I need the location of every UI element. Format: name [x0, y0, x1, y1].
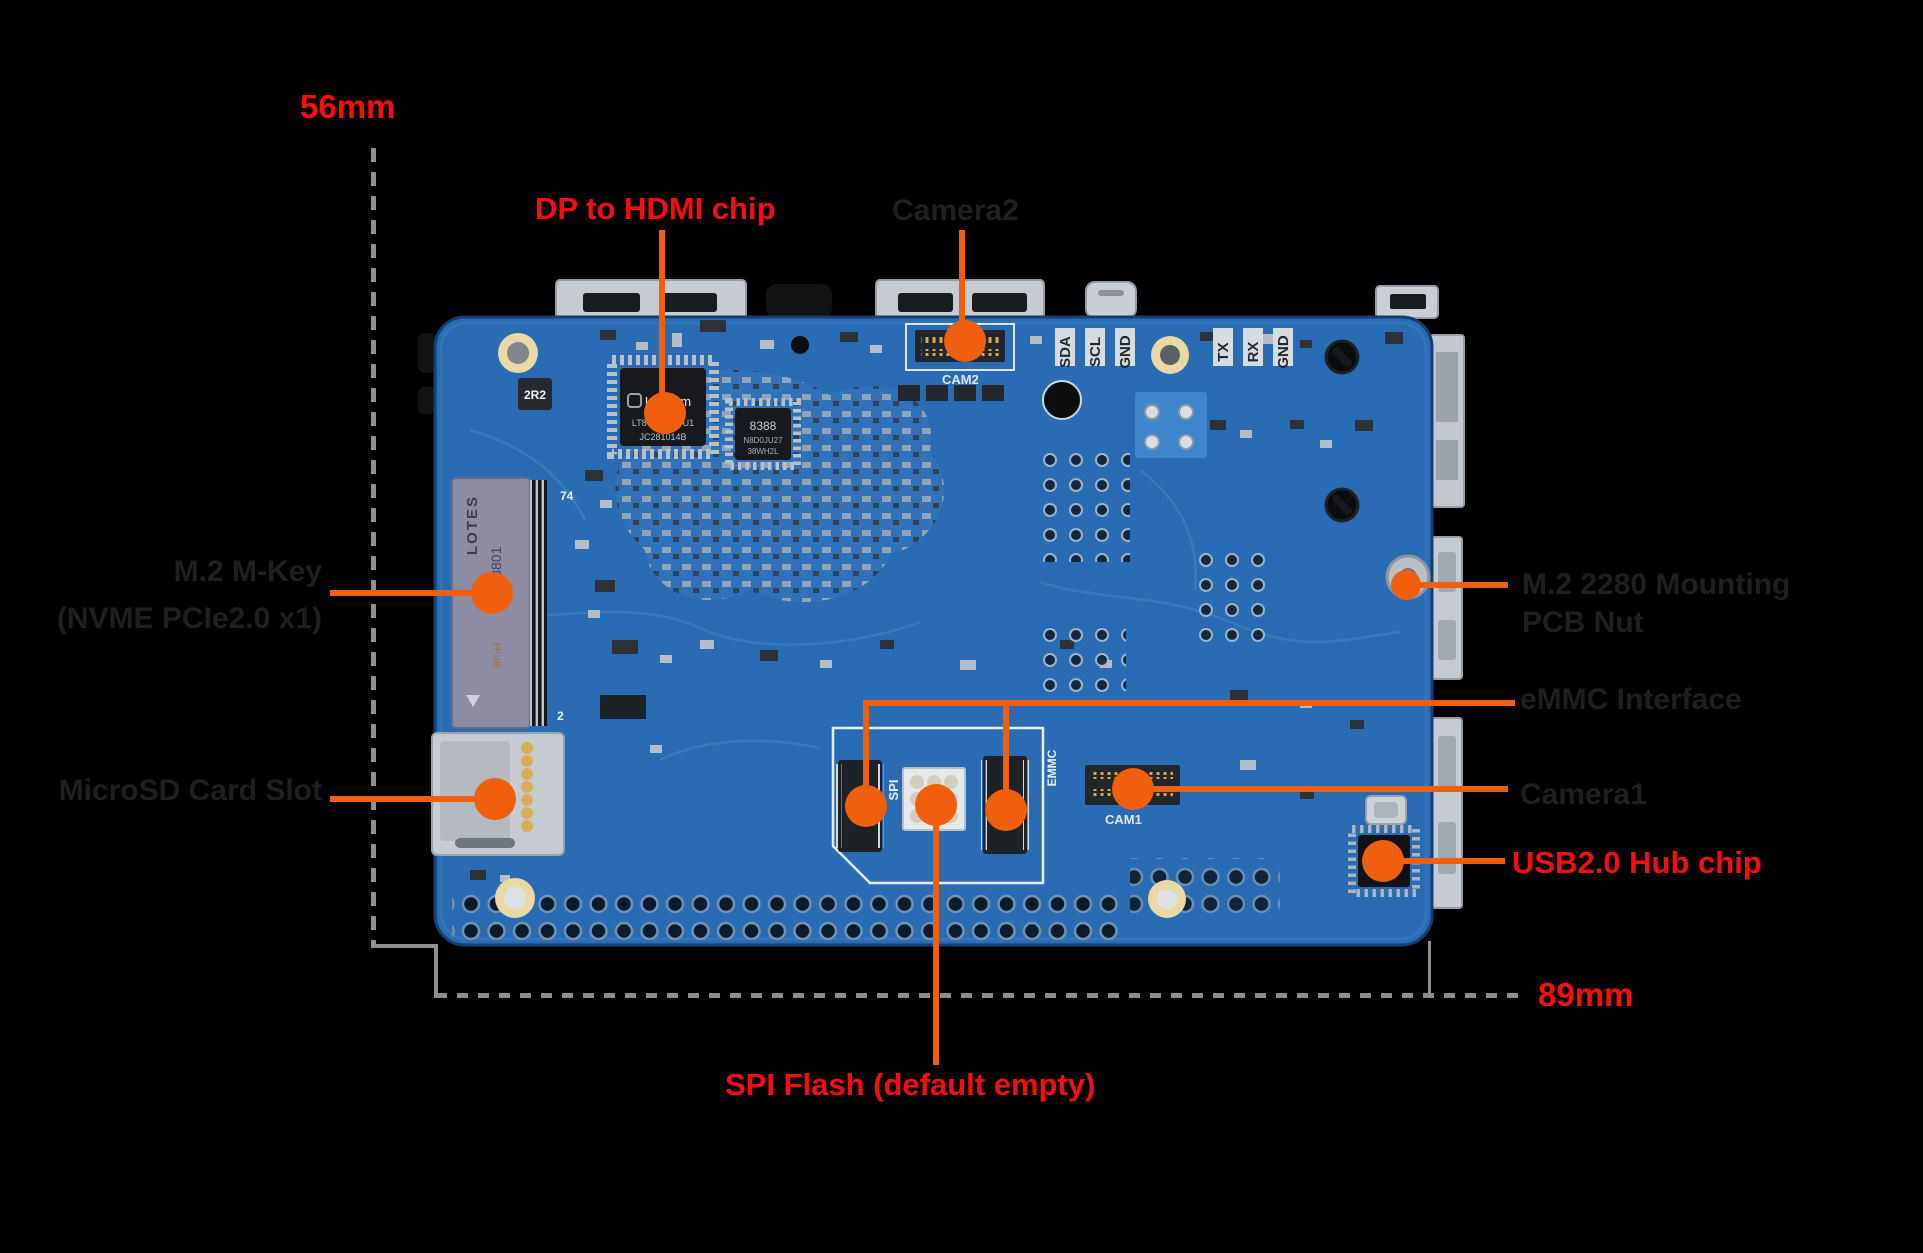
chip-text-8388-lot2: 38WH2L — [747, 447, 779, 456]
silkscreen-gnd-i2c: GND — [1117, 335, 1134, 369]
spi-flash-label: SPI Flash (default empty) — [725, 1067, 1096, 1102]
io-pads: SDA SCL GND TX RX GND — [1055, 328, 1293, 369]
dimension-right-tick — [1428, 941, 1431, 996]
dp-to-hdmi-chip-label: DP to HDMI chip — [535, 191, 776, 226]
callout-line-m2-nut — [1412, 582, 1508, 588]
silkscreen-emmc: EMMC — [1045, 749, 1059, 786]
callout-dot-dp-hdmi — [644, 392, 686, 434]
silkscreen-spi: SPI — [886, 780, 901, 801]
callout-line-emmc-drop2 — [1003, 703, 1009, 813]
callout-line-microsd — [330, 796, 497, 802]
silkscreen-gnd-uart: GND — [1275, 335, 1292, 369]
chip-text-lontium-lot: JC281014B — [639, 432, 686, 442]
callout-dot-camera1 — [1112, 768, 1154, 810]
callout-line-spi-flash — [933, 805, 939, 1065]
camera1-label: Camera1 — [1520, 778, 1647, 811]
top-right-connector — [1375, 285, 1439, 319]
mounting-holes — [495, 333, 1189, 918]
chip-text-8388-lot1: N8D0JU27 — [743, 436, 783, 445]
callout-line-dp-hdmi — [659, 230, 665, 415]
silkscreen-sda: SDA — [1057, 336, 1074, 368]
top-edge-connectors — [555, 279, 1439, 321]
callout-dot-m2-nut — [1391, 570, 1421, 600]
emmc-interface-label: eMMC Interface — [1520, 683, 1742, 716]
m2-nut-label-line1: M.2 2280 Mounting — [1522, 568, 1791, 601]
callout-dot-emmc2 — [985, 789, 1027, 831]
gpio-header-holes — [452, 893, 1118, 947]
callout-dot-emmc1 — [845, 785, 887, 827]
microsd-label: MicroSD Card Slot — [58, 774, 322, 807]
dimension-label-89mm: 89mm — [1538, 976, 1634, 1013]
callout-dot-camera2 — [944, 320, 986, 362]
callout-dot-spi-flash — [915, 784, 957, 826]
dimension-label-56mm: 56mm — [300, 88, 396, 125]
m2-slot-triangle-mark — [466, 695, 480, 707]
audio-codec-chip: 8388 N8D0JU27 38WH2L — [725, 398, 801, 470]
silkscreen-pin74: 74 — [560, 489, 574, 503]
usb-port-upper — [1429, 536, 1463, 680]
callout-line-usb-hub — [1385, 858, 1505, 864]
dimension-56mm-dashed-line — [371, 148, 376, 948]
dimension-corner-horizontal — [371, 944, 438, 948]
silkscreen-pin2: 2 — [557, 709, 564, 723]
right-edge-connectors — [1429, 334, 1465, 909]
blue-pad-patch — [1135, 392, 1207, 458]
callout-line-emmc-drop1 — [863, 703, 869, 809]
m2-mkey-label-line2: (NVME PCIe2.0 x1) — [56, 602, 322, 635]
chip-text-8388: 8388 — [750, 419, 777, 433]
m2-nut-label: M.2 2280 Mounting PCB Nut — [1522, 566, 1790, 642]
callout-line-m2-key — [330, 590, 494, 596]
callout-dot-m2-key — [471, 572, 513, 614]
callout-dot-microsd — [474, 778, 516, 820]
hdmi-side-connector — [1429, 334, 1465, 508]
dimension-corner-vertical — [434, 944, 438, 998]
m2-nut-label-line2: PCB Nut — [1522, 606, 1644, 639]
silkscreen-cam2: CAM2 — [942, 372, 979, 387]
m2-mkey-label-line1: M.2 M-Key — [173, 555, 322, 588]
callout-line-emmc-horizontal — [863, 700, 1515, 706]
silkscreen-scl: SCL — [1087, 337, 1104, 367]
chip-text-2r2: 2R2 — [524, 388, 546, 402]
dimension-89mm-dotted-line — [436, 993, 1526, 998]
usb-port-lower — [1429, 717, 1463, 909]
audio-jack — [766, 284, 832, 318]
silkscreen-rx: RX — [1245, 342, 1262, 363]
smd-components — [470, 320, 1403, 882]
screw-holes — [791, 336, 1360, 523]
micro-hdmi-port-1 — [555, 279, 747, 321]
barrel-connector — [1085, 281, 1137, 319]
silkscreen-cam1: CAM1 — [1105, 812, 1142, 827]
m2-slot-brand: LOTES — [464, 495, 481, 555]
callout-line-camera2 — [959, 230, 965, 343]
callout-line-camera1 — [1133, 786, 1508, 792]
left-edge-connectors — [418, 333, 437, 414]
crystal-oscillator — [1365, 795, 1407, 825]
power-inductor: 2R2 — [518, 378, 552, 410]
silkscreen-tx: TX — [1215, 342, 1232, 361]
m2-mkey-label: M.2 M-Key (NVME PCIe2.0 x1) — [0, 548, 322, 642]
m2-slot-code2: 8F-H — [492, 643, 504, 668]
usb-hub-chip-label: USB2.0 Hub chip — [1512, 845, 1762, 880]
callout-dot-usb-hub — [1362, 840, 1404, 882]
camera2-label: Camera2 — [892, 194, 1019, 227]
